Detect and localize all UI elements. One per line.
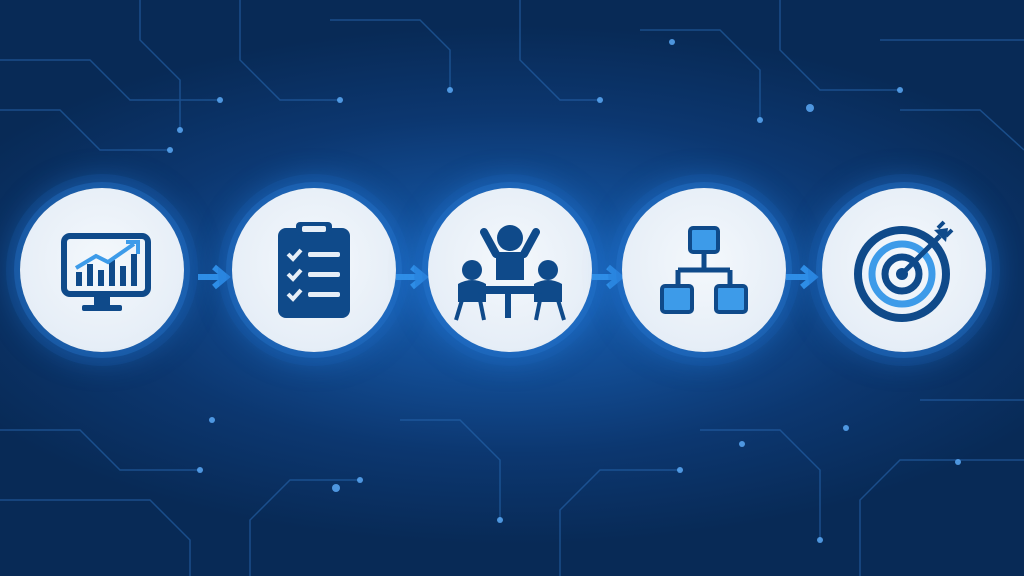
team-meeting-icon: [454, 225, 566, 321]
step-3-node: [428, 188, 592, 352]
arrow-right-icon: [590, 262, 628, 292]
checklist-icon: [278, 222, 350, 318]
hierarchy-icon: [660, 226, 748, 314]
monitor-chart-icon: [61, 233, 151, 311]
step-2-node: [232, 188, 396, 352]
target-icon: [854, 220, 954, 322]
arrow-right-icon: [196, 262, 234, 292]
step-4-node: [622, 188, 786, 352]
arrow-right-icon: [784, 262, 822, 292]
arrow-right-icon: [394, 262, 432, 292]
step-5-node: [822, 188, 986, 352]
step-1-node: [20, 188, 184, 352]
